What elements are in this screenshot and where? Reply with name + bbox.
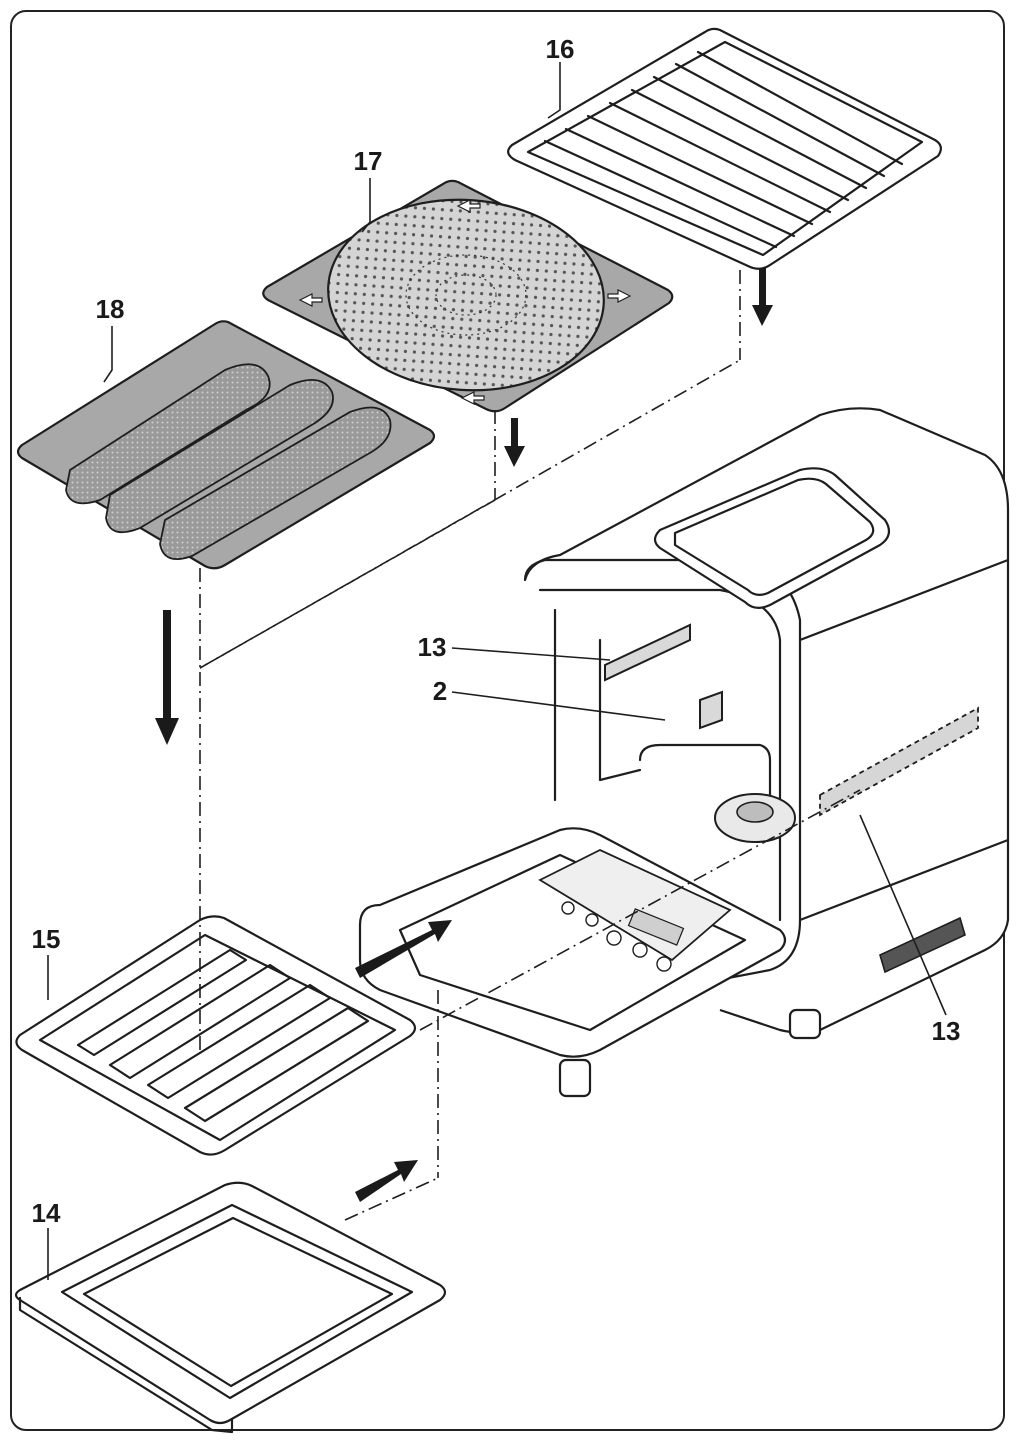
tray-corner-arrows (298, 199, 632, 405)
drip-tray-channels (76, 948, 370, 1123)
control-panel (538, 849, 732, 972)
baguette-grooves (65, 363, 392, 560)
callout-18: 18 (96, 294, 125, 324)
motion-arrows (155, 268, 773, 1202)
callout-13-rail-left: 13 (418, 632, 447, 662)
callout-16: 16 (546, 34, 575, 64)
heating-element (714, 793, 796, 843)
callout-15: 15 (32, 924, 61, 954)
vent-grille (879, 916, 966, 974)
callout-labels: 16 17 18 13 2 15 13 14 (32, 34, 961, 1228)
leader-lines (47, 62, 947, 1280)
baguette-tray (16, 320, 436, 570)
oven-body (358, 407, 1010, 1098)
feet (558, 1008, 822, 1098)
rack-wires (543, 50, 904, 249)
side-rail-left (604, 623, 691, 682)
callout-17: 17 (354, 146, 383, 176)
baking-sheet (14, 1181, 447, 1434)
arrow-into-door (355, 920, 452, 978)
drip-tray (15, 915, 417, 1156)
callout-13-rail-right: 13 (932, 1016, 961, 1046)
side-rail-right (819, 706, 979, 817)
callout-2: 2 (433, 676, 447, 706)
perforated-tray (262, 179, 674, 413)
callout-14: 14 (32, 1198, 61, 1228)
assembly-guides (199, 270, 861, 1221)
arrow-into-slot (355, 1160, 418, 1202)
arrow-down-tray (504, 418, 525, 467)
arrow-down-baguette (155, 610, 179, 745)
rack-support-slot (699, 690, 723, 730)
top-window (653, 467, 891, 609)
wire-rack (507, 27, 942, 270)
arrow-down-rack (752, 268, 773, 326)
